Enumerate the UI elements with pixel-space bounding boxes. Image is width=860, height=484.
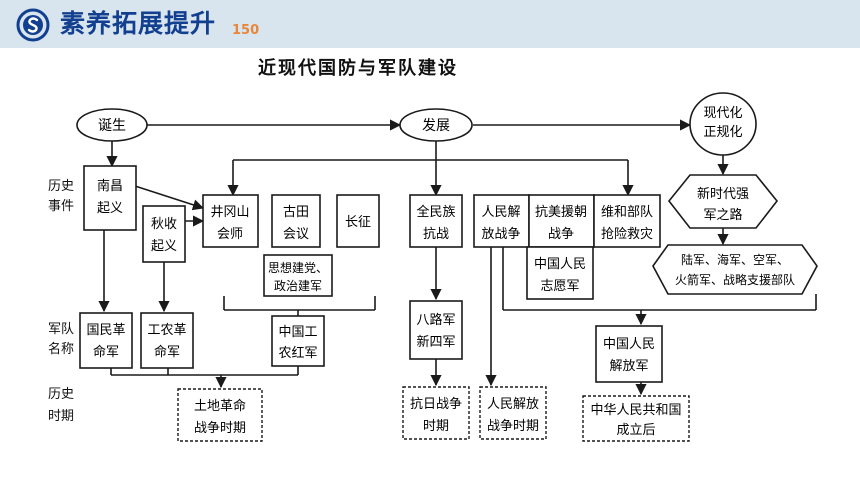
svg-text:军队: 军队 (48, 322, 74, 337)
event-liberation-war: 人民解 放战争 (473, 194, 530, 248)
svg-text:陆军、海军、空军、: 陆军、海军、空军、 (681, 252, 789, 267)
svg-text:秋收: 秋收 (151, 217, 177, 232)
event-branches: 陆军、海军、空军、 火箭军、战略支援部队 (652, 244, 818, 295)
event-long-march: 长征 (336, 194, 380, 248)
svg-text:井冈山: 井冈山 (210, 205, 249, 220)
svg-text:古田: 古田 (283, 205, 309, 220)
svg-text:会议: 会议 (283, 227, 309, 242)
event-party-building: 思想建党、 政治建军 (263, 254, 333, 297)
event-jinggangshan: 井冈山 会师 (202, 194, 259, 248)
svg-text:志愿军: 志愿军 (540, 279, 579, 294)
svg-text:思想建党、: 思想建党、 (268, 260, 328, 275)
svg-text:军之路: 军之路 (703, 207, 742, 223)
svg-text:政治建军: 政治建军 (274, 279, 322, 293)
svg-text:国民革: 国民革 (86, 323, 125, 338)
svg-text:工农革: 工农革 (147, 323, 186, 338)
svg-text:事件: 事件 (48, 199, 74, 214)
stage-modern: 现代化 正规化 (689, 92, 757, 156)
svg-text:中国人民: 中国人民 (534, 257, 586, 272)
event-national-war: 全民族 抗战 (409, 194, 463, 248)
svg-text:长征: 长征 (345, 215, 371, 230)
page-title: 近现代国防与军队建设 (258, 58, 458, 79)
row-label-periods: 历史 时期 (48, 387, 74, 424)
stage-development: 发展 (399, 108, 473, 142)
svg-text:名称: 名称 (48, 341, 74, 357)
header-bar: 素养拓展提升 150 (0, 0, 860, 48)
svg-text:战争时期: 战争时期 (194, 421, 246, 436)
svg-text:新时代强: 新时代强 (697, 186, 749, 202)
army-pla: 中国人民 解放军 (595, 325, 663, 383)
svg-text:新四军: 新四军 (416, 334, 455, 350)
svg-text:起义: 起义 (97, 201, 123, 216)
svg-text:时期: 时期 (423, 419, 449, 434)
svg-text:中国工: 中国工 (278, 325, 317, 340)
svg-text:维和部队: 维和部队 (601, 205, 653, 220)
svg-text:历史: 历史 (48, 387, 74, 402)
svg-text:起义: 起义 (151, 239, 177, 254)
svg-text:全民族: 全民族 (416, 204, 455, 220)
svg-text:中华人民共和国: 中华人民共和国 (590, 403, 681, 418)
stage-modern-line2: 正规化 (703, 125, 742, 140)
svg-text:农红军: 农红军 (278, 345, 317, 361)
event-peacekeeping: 维和部队 抢险救灾 (593, 194, 661, 248)
svg-text:人民解放: 人民解放 (487, 397, 539, 412)
period-land-revolution: 土地革命 战争时期 (177, 388, 263, 442)
svg-text:命军: 命军 (93, 344, 119, 360)
svg-text:命军: 命军 (154, 344, 180, 360)
row-label-events: 历史 事件 (48, 179, 74, 214)
section-title: 素养拓展提升 (60, 9, 217, 38)
event-gutian: 古田 会议 (271, 194, 321, 248)
stage-development-label: 发展 (422, 118, 450, 134)
svg-text:南昌: 南昌 (97, 178, 123, 194)
svg-text:会师: 会师 (217, 227, 243, 242)
connectors (98, 119, 817, 396)
army-red-army: 中国工 农红军 (271, 315, 325, 367)
svg-text:抗美援朝: 抗美援朝 (535, 205, 587, 220)
svg-text:抢险救灾: 抢险救灾 (601, 226, 653, 242)
svg-text:土地革命: 土地革命 (194, 398, 246, 414)
period-liberation: 人民解放 战争时期 (479, 386, 547, 440)
army-national-revolutionary: 国民革 命军 (79, 312, 133, 369)
svg-text:时期: 时期 (48, 409, 74, 424)
event-korea: 抗美援朝 战争 (528, 194, 595, 248)
svg-text:抗战: 抗战 (423, 227, 449, 242)
row-label-army-names: 军队 名称 (48, 322, 74, 357)
stage-birth: 诞生 (76, 108, 148, 142)
army-workers-peasants: 工农革 命军 (140, 312, 194, 369)
section-badge: 150 (232, 23, 260, 38)
period-prc-founded: 中华人民共和国 成立后 (582, 395, 690, 442)
svg-text:战争: 战争 (548, 227, 574, 242)
svg-text:人民解: 人民解 (481, 205, 520, 220)
svg-text:历史: 历史 (48, 179, 74, 194)
stage-modern-line1: 现代化 (703, 106, 742, 121)
event-autumn-harvest: 秋收 起义 (142, 205, 186, 263)
stage-birth-label: 诞生 (98, 118, 126, 134)
svg-text:成立后: 成立后 (616, 423, 655, 438)
period-anti-japanese: 抗日战争 时期 (402, 386, 470, 440)
svg-text:八路军: 八路军 (416, 312, 455, 328)
svg-text:中国人民: 中国人民 (603, 337, 655, 352)
svg-text:火箭军、战略支援部队: 火箭军、战略支援部队 (675, 272, 795, 287)
svg-text:抗日战争: 抗日战争 (410, 397, 462, 412)
svg-text:解放军: 解放军 (609, 359, 648, 374)
army-eighth-fourth: 八路军 新四军 (409, 300, 463, 360)
logo-icon (16, 8, 50, 42)
event-new-era: 新时代强 军之路 (667, 174, 779, 229)
svg-text:战争时期: 战争时期 (487, 419, 539, 434)
event-nanchang: 南昌 起义 (83, 165, 137, 231)
svg-text:放战争: 放战争 (481, 227, 520, 242)
event-volunteer-army: 中国人民 志愿军 (526, 246, 594, 300)
